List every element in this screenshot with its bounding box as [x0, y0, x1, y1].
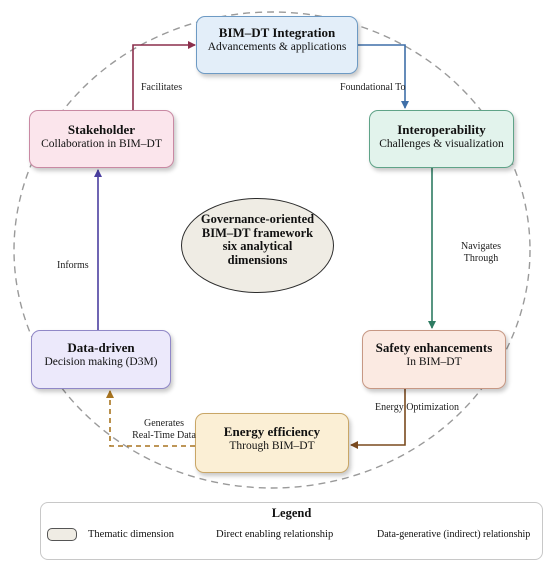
node-interoperability: Interoperability Challenges & visualizat…: [369, 110, 514, 168]
node-stakeholder: Stakeholder Collaboration in BIM–DT: [29, 110, 174, 168]
center-label: Governance-oriented BIM–DT framework six…: [181, 212, 334, 267]
node-subtitle: Through BIM–DT: [229, 440, 315, 452]
legend-direct-label: Direct enabling relationship: [216, 529, 334, 540]
edge-energy-to-data-driven: [106, 390, 195, 447]
edge-label-foundational-to: Foundational To: [340, 82, 406, 93]
edge-label-informs: Informs: [57, 260, 89, 271]
center-line-3: six analytical: [222, 239, 293, 253]
node-title: Data-driven: [67, 340, 135, 355]
legend-thematic-label: Thematic dimension: [88, 529, 175, 540]
center-line-4: dimensions: [227, 252, 288, 267]
center-line-2: BIM–DT framework: [201, 225, 314, 240]
node-title: Stakeholder: [67, 122, 136, 137]
edge-integration-to-interoperability: [358, 44, 409, 109]
edge-label-facilitates: Facilitates: [141, 82, 183, 93]
node-subtitle: Decision making (D3M): [44, 356, 158, 368]
node-title: BIM–DT Integration: [218, 25, 336, 40]
center-ellipse: [181, 198, 334, 293]
node-subtitle: Collaboration in BIM–DT: [41, 138, 162, 150]
node-bim-dt-integration: BIM–DT Integration Advancements & applic…: [196, 16, 358, 74]
center-line-1: Governance-oriented: [200, 212, 315, 226]
edge-label-generates-real-time-data: Generates Real-Time Data: [128, 418, 200, 442]
edge-label-line: Navigates: [461, 241, 501, 252]
node-subtitle: Challenges & visualization: [379, 138, 504, 150]
edge-label-line: Through: [463, 253, 499, 264]
node-title: Energy efficiency: [223, 424, 321, 439]
edge-label-energy-optimization: Energy Optimization: [375, 402, 459, 413]
legend-thematic-swatch: [47, 528, 77, 541]
node-safety-enhancements: Safety enhancements In BIM–DT: [362, 330, 506, 389]
outer-dashed-circle: [13, 11, 531, 489]
legend-indirect-label: Data-generative (indirect) relationship: [377, 529, 531, 540]
node-title: Interoperability: [397, 122, 486, 137]
node-subtitle: Advancements & applications: [207, 41, 347, 53]
legend-box: [40, 502, 543, 560]
legend-title: Legend: [271, 506, 312, 520]
node-subtitle: In BIM–DT: [406, 356, 462, 368]
edge-label-line: Real-Time Data: [132, 430, 196, 441]
node-title: Safety enhancements: [375, 340, 493, 355]
edge-label-line: Generates: [144, 418, 184, 429]
edge-label-navigates-through: Navigates Through: [455, 241, 507, 265]
node-data-driven: Data-driven Decision making (D3M): [31, 330, 171, 389]
edge-safety-to-energy: [350, 389, 406, 449]
edge-stakeholder-to-integration: [132, 41, 196, 110]
node-energy-efficiency: Energy efficiency Through BIM–DT: [195, 413, 349, 473]
